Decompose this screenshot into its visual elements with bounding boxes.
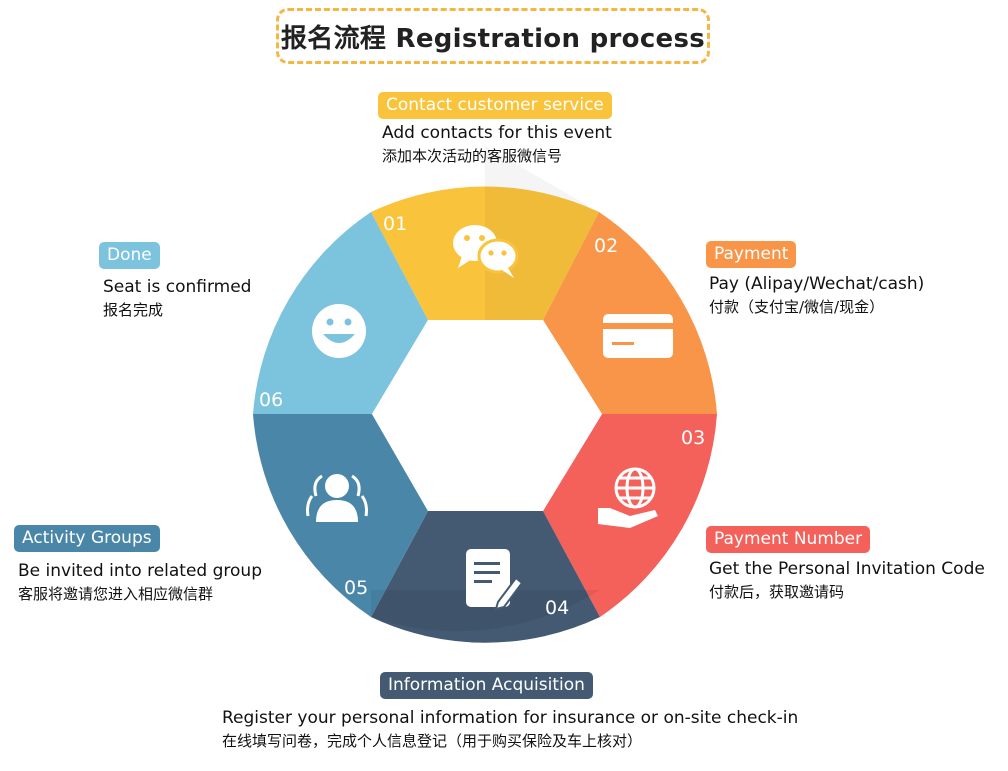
step-03-en: Get the Personal Invitation Code — [709, 559, 985, 579]
step-06-en: Seat is confirmed — [103, 277, 252, 297]
step-number-04: 04 — [545, 597, 569, 619]
step-number-03: 03 — [681, 427, 705, 449]
badge-contact-customer-service: Contact customer service — [378, 92, 612, 119]
segment-04-shade — [371, 590, 600, 632]
badge-payment: Payment — [706, 241, 797, 268]
segment-01 — [371, 186, 599, 212]
step-01-description: Add contacts for this event 添加本次活动的客服微信号 — [382, 122, 612, 167]
step-04-cn: 在线填写问卷，完成个人信息登记（用于购买保险及车上核对） — [222, 732, 643, 750]
badge-done: Done — [99, 242, 160, 269]
page-title: 报名流程 Registration process — [276, 8, 710, 64]
wechat-chat-icon — [453, 225, 519, 278]
step-05-description: Be invited into related group 客服将邀请您进入相应… — [18, 560, 262, 605]
group-users-icon — [306, 474, 368, 522]
step-04-description: Register your personal information for i… — [222, 707, 798, 752]
badge-activity-groups: Activity Groups — [14, 525, 160, 552]
center-hexagon — [372, 320, 602, 511]
document-edit-icon — [466, 549, 524, 611]
step-number-06: 06 — [259, 389, 283, 411]
step-01-en: Add contacts for this event — [382, 123, 612, 143]
smiley-face-icon — [312, 304, 366, 358]
step-03-cn: 付款后，获取邀请码 — [709, 583, 845, 601]
step-05-en: Be invited into related group — [18, 561, 263, 581]
step-number-02: 02 — [594, 235, 618, 257]
step-02-description: Pay (Alipay/Wechat/cash) 付款（支付宝/微信/现金） — [709, 273, 924, 318]
globe-hand-icon — [598, 467, 658, 528]
step-number-05: 05 — [344, 577, 368, 599]
step-06-description: Seat is confirmed 报名完成 — [103, 276, 251, 321]
step-03-description: Get the Personal Invitation Code 付款后，获取邀… — [709, 558, 985, 603]
step-02-cn: 付款（支付宝/微信/现金） — [709, 298, 885, 316]
badge-payment-number: Payment Number — [706, 526, 871, 553]
step-04-en: Register your personal information for i… — [222, 708, 799, 728]
badge-information-acquisition: Information Acquisition — [380, 672, 593, 699]
segment-03 — [543, 414, 717, 617]
segment-01-shade — [485, 146, 599, 320]
step-05-cn: 客服将邀请您进入相应微信群 — [18, 585, 214, 603]
step-02-en: Pay (Alipay/Wechat/cash) — [709, 274, 925, 294]
step-06-cn: 报名完成 — [103, 301, 164, 319]
segment-02 — [543, 212, 717, 414]
step-number-01: 01 — [383, 213, 407, 235]
credit-card-icon — [603, 314, 673, 358]
step-01-cn: 添加本次活动的客服微信号 — [382, 147, 563, 165]
